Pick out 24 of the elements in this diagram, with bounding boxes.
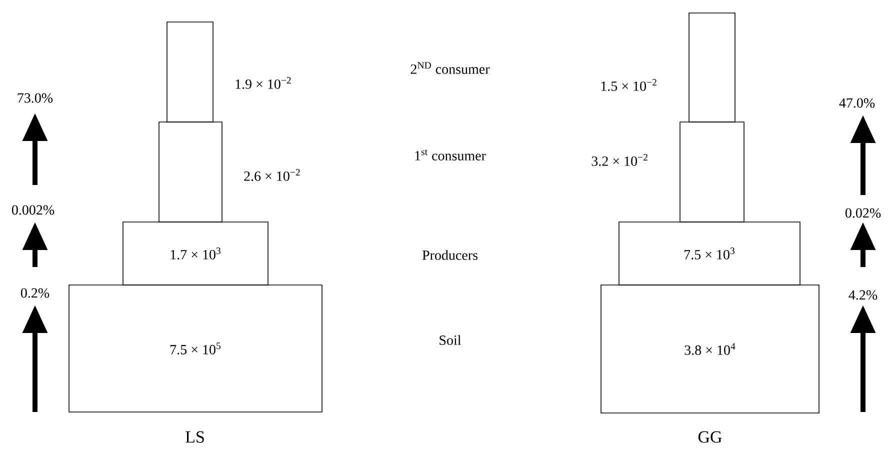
percentage: 0.002% <box>12 205 54 215</box>
percentage: 0.02% <box>845 208 881 218</box>
value-text: 1.9 × 10$^{−2}$ <box>236 77 291 89</box>
level-box: 7.5 × 10$^{3}$ <box>618 222 800 286</box>
level-name: Producers <box>422 250 478 260</box>
value-text: 2.6 × 10$^{−2}$ <box>244 169 300 181</box>
level-box: 7.5 × 10$^{5}$ <box>68 284 322 412</box>
value-text: 1.5 × 10$^{−2}$ <box>601 79 656 91</box>
level-box <box>166 22 214 122</box>
level-box <box>688 12 736 122</box>
level-box <box>158 122 222 222</box>
level-box: 3.8 × 10$^{4}$ <box>600 284 820 414</box>
percentage: 0.2% <box>20 288 50 298</box>
pyramid-label: GG <box>698 431 722 443</box>
level-name: Soil <box>440 335 461 345</box>
pyramid-label: LS <box>186 431 204 443</box>
level-box <box>680 122 744 222</box>
percentage: 47.0% <box>839 98 875 108</box>
percentage: 4.2% <box>848 290 878 300</box>
percentage: 73.0% <box>18 93 53 103</box>
level-name: 2$^{ND}$ consumer <box>410 62 490 74</box>
value-text: 3.2 × 10$^{−2}$ <box>592 154 648 166</box>
level-name: 1$^{st}$ consumer <box>415 150 486 160</box>
level-box: 1.7 × 10$^{3}$ <box>122 222 268 286</box>
